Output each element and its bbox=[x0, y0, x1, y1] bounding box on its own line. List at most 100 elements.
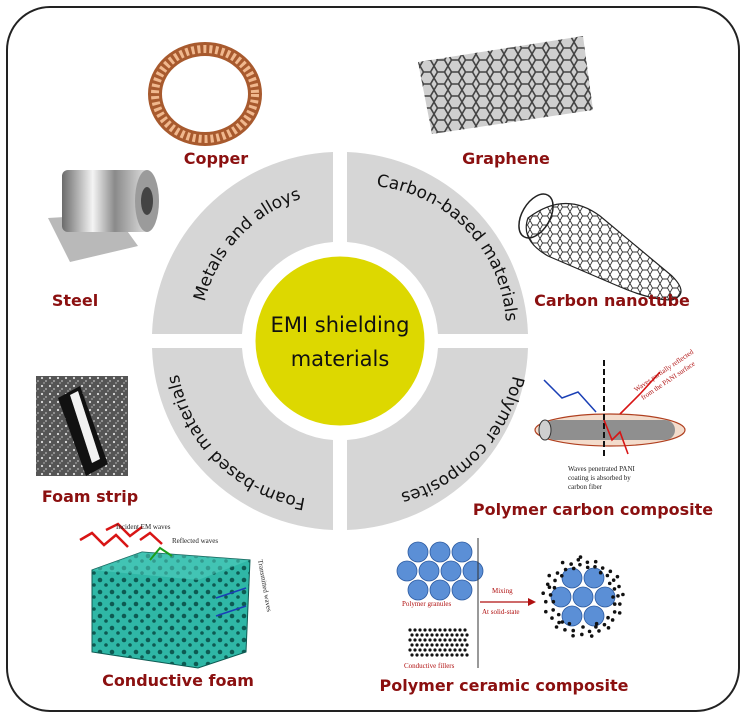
waves-penetrated-text: Waves penetrated PANI bbox=[568, 465, 635, 473]
polymer-granule-circle bbox=[418, 560, 440, 582]
polymer-granule-circle bbox=[429, 579, 451, 601]
label-graphene: Graphene bbox=[462, 149, 550, 168]
mixed-filler-dot bbox=[611, 578, 616, 582]
mixed-filler-dot bbox=[602, 622, 607, 627]
filler-dot bbox=[445, 633, 449, 637]
polymer-granule-circle bbox=[451, 579, 473, 601]
conductive-fillers-text: Conductive fillers bbox=[404, 662, 455, 670]
filler-dot bbox=[443, 648, 447, 652]
filler-dot bbox=[415, 653, 419, 657]
mixed-filler-dot bbox=[606, 626, 611, 630]
filler-dot bbox=[450, 633, 454, 637]
mixed-filler-dot bbox=[612, 602, 617, 606]
label-conductive-foam: Conductive foam bbox=[102, 671, 254, 690]
mixed-filler-dot bbox=[557, 620, 561, 625]
mixed-filler-dot bbox=[555, 571, 560, 575]
filler-dot bbox=[410, 653, 414, 657]
quadrant-metals-and-alloys bbox=[152, 152, 333, 334]
polymer-carbon-composite-image: Waves partially reflected from the PANI … bbox=[534, 348, 697, 491]
mixed-filler-dot bbox=[571, 633, 575, 638]
mixed-filler-dot bbox=[607, 581, 612, 586]
mixed-filler-dot bbox=[552, 585, 557, 590]
mixed-filler-dot bbox=[594, 625, 598, 629]
mixed-filler-dot bbox=[545, 582, 550, 587]
filler-dot bbox=[445, 653, 449, 657]
filler-dot bbox=[435, 633, 439, 637]
filler-dot bbox=[450, 643, 454, 647]
polymer-granule-circle bbox=[429, 541, 451, 563]
filler-dot bbox=[430, 643, 434, 647]
filler-dot bbox=[458, 648, 462, 652]
mixed-granule-circle bbox=[572, 586, 594, 608]
filler-dot bbox=[450, 653, 454, 657]
mixed-filler-dot bbox=[587, 629, 592, 634]
mixed-filler-dot bbox=[616, 594, 620, 598]
filler-dot bbox=[455, 633, 459, 637]
mixed-filler-dot bbox=[615, 574, 620, 579]
filler-dot bbox=[425, 633, 429, 637]
center-title-line2: materials bbox=[291, 347, 390, 371]
mixed-filler-dot bbox=[617, 611, 622, 615]
mixed-filler-dot bbox=[598, 570, 603, 575]
mixed-filler-dot bbox=[551, 608, 555, 612]
filler-dot bbox=[413, 638, 417, 642]
quadrant-polymer-composites bbox=[347, 348, 528, 530]
mixed-granule-circle bbox=[550, 586, 572, 608]
mixed-filler-dot bbox=[548, 593, 553, 597]
mixed-filler-dot bbox=[597, 629, 601, 633]
mixed-filler-dot bbox=[554, 625, 559, 629]
mixed-filler-dot bbox=[576, 557, 581, 562]
polymer-ceramic-composite-image: Mixing At solid-state Polymer granules C… bbox=[396, 538, 625, 670]
filler-dot bbox=[458, 638, 462, 642]
filler-dot bbox=[440, 643, 444, 647]
mixed-filler-dot bbox=[578, 562, 582, 567]
filler-dot bbox=[443, 638, 447, 642]
mixed-filler-dot bbox=[547, 585, 552, 590]
filler-dot bbox=[428, 648, 432, 652]
label-carbon-nanotube: Carbon nanotube bbox=[534, 291, 690, 310]
filler-dot bbox=[408, 638, 412, 642]
mixed-filler-dot bbox=[594, 621, 599, 626]
mixed-filler-dot bbox=[589, 634, 594, 638]
filler-dot bbox=[460, 633, 464, 637]
mixed-filler-dot bbox=[547, 573, 552, 578]
mixed-filler-dot bbox=[556, 612, 561, 617]
mixed-filler-dot bbox=[581, 625, 585, 629]
mixed-filler-dot bbox=[567, 621, 572, 626]
filler-dot bbox=[438, 638, 442, 642]
copper-coil-image bbox=[148, 42, 262, 146]
mixed-filler-dot bbox=[593, 559, 598, 564]
polymer-granules-text: Polymer granules bbox=[402, 600, 451, 608]
filler-dot bbox=[455, 643, 459, 647]
mixed-filler-dot bbox=[571, 566, 576, 571]
mixed-filler-dot bbox=[541, 591, 545, 596]
mixed-filler-dot bbox=[544, 609, 548, 614]
steel-roll-image bbox=[48, 170, 159, 262]
filler-dot bbox=[433, 628, 437, 632]
filler-dot bbox=[460, 643, 464, 647]
center-circle bbox=[252, 253, 428, 429]
mixed-filler-dot bbox=[578, 555, 583, 559]
filler-dot bbox=[453, 638, 457, 642]
waves-penetrated-text-3: carbon fiber bbox=[568, 483, 603, 491]
mixed-granule-circle bbox=[583, 605, 605, 627]
filler-dot bbox=[465, 643, 469, 647]
filler-dot bbox=[453, 628, 457, 632]
mixed-filler-dot bbox=[559, 573, 564, 578]
mixed-filler-dot bbox=[551, 599, 556, 604]
mixed-filler-dot bbox=[560, 620, 565, 624]
filler-dot bbox=[430, 633, 434, 637]
filler-dot bbox=[410, 633, 414, 637]
filler-dot bbox=[418, 638, 422, 642]
carbon-nanotube-image bbox=[518, 193, 682, 301]
polymer-granule-circle bbox=[407, 541, 429, 563]
mixed-filler-dot bbox=[606, 615, 610, 620]
filler-dot bbox=[463, 628, 467, 632]
mixed-filler-dot bbox=[580, 632, 584, 637]
filler-dot bbox=[420, 633, 424, 637]
filler-dot bbox=[455, 653, 459, 657]
filler-dot bbox=[423, 638, 427, 642]
mixed-filler-dot bbox=[610, 618, 615, 622]
filler-dot bbox=[408, 628, 412, 632]
filler-dot bbox=[465, 633, 469, 637]
